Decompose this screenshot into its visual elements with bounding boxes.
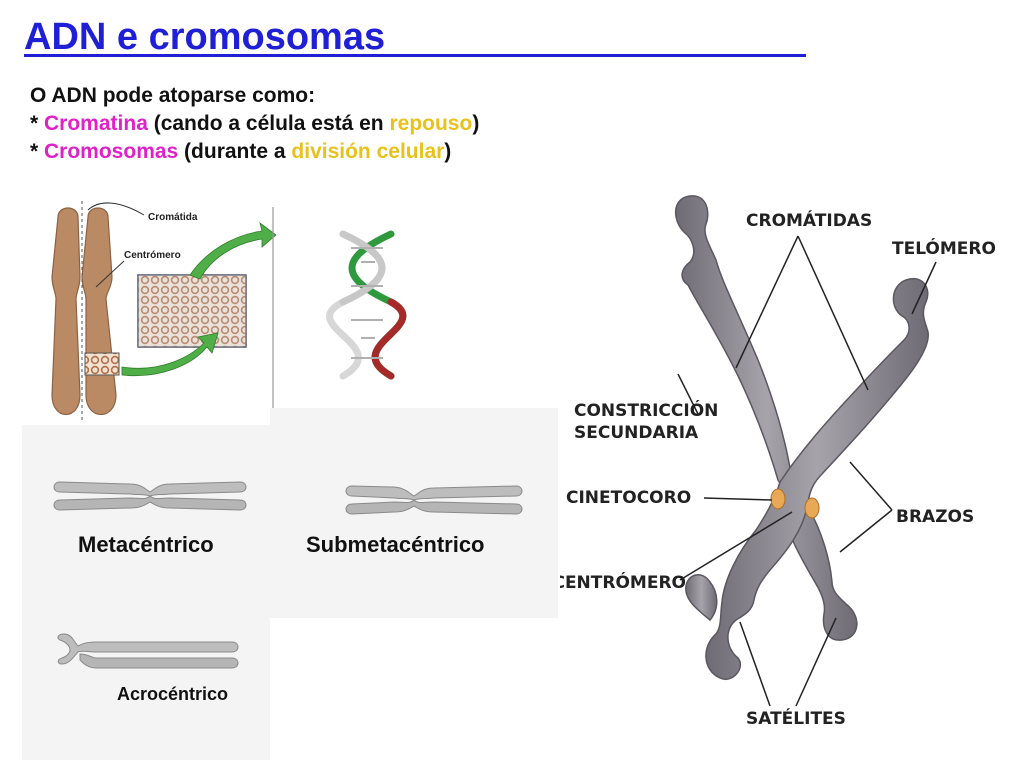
intro-line-2-suffix: ) bbox=[472, 112, 480, 135]
intro-line-1: O ADN pode atoparse como: bbox=[30, 84, 316, 107]
label-cromatidas: CROMÁTIDAS bbox=[746, 211, 873, 231]
chromatin-enlarged-panel bbox=[137, 274, 247, 348]
chromatid-b bbox=[705, 277, 929, 681]
label-telomero: TELÓMERO bbox=[892, 239, 996, 259]
label-brazos: BRAZOS bbox=[896, 507, 975, 527]
bullet-prefix: * bbox=[30, 140, 45, 163]
label-constriccion-line-2: SECUNDARIA bbox=[574, 423, 699, 443]
page-title: ADN e cromosomas bbox=[24, 16, 386, 58]
intro-line-3-mid: (durante a bbox=[178, 140, 292, 163]
label-constriccion-secundaria: CONSTRICCIÓN SECUNDARIA bbox=[574, 400, 718, 444]
chromatid-right bbox=[81, 207, 117, 416]
title-underline bbox=[24, 54, 806, 57]
label-submetacentrico: Submetacéntrico bbox=[306, 532, 485, 557]
label-centromero-small: Centrómero bbox=[124, 250, 181, 261]
label-constriccion-line-1: CONSTRICCIÓN bbox=[574, 401, 719, 421]
bullet-prefix: * bbox=[30, 112, 45, 135]
label-cromatida: Cromátida bbox=[148, 212, 198, 223]
term-cromosomas: Cromosomas bbox=[44, 140, 179, 163]
acrocentric-chromosome bbox=[57, 633, 239, 669]
intro-line-3: * Cromosomas (durante a división celular… bbox=[30, 138, 479, 166]
label-satelites: SATÉLITES bbox=[746, 709, 846, 729]
label-centromero: CENTRÓMERO bbox=[560, 573, 686, 593]
state-division-celular: división celular bbox=[291, 140, 445, 163]
label-metacentrico: Metacéntrico bbox=[78, 532, 214, 557]
label-cinetocoro: CINETOCORO bbox=[566, 488, 692, 508]
types-panel-left bbox=[22, 425, 270, 760]
chromosome-structure-diagram bbox=[675, 195, 937, 707]
label-acrocentrico: Acrocéntrico bbox=[117, 684, 229, 704]
green-arrow-upper bbox=[189, 222, 277, 280]
term-cromatina: Cromatina bbox=[44, 112, 148, 135]
chromatid-left bbox=[51, 207, 81, 415]
chromatin-sample-box bbox=[84, 352, 120, 376]
intro-line-3-suffix: ) bbox=[444, 140, 452, 163]
dna-double-helix bbox=[326, 230, 407, 380]
submetacentric-chromosome bbox=[345, 485, 523, 515]
intro-line-2: * Cromatina (cando a célula está en repo… bbox=[30, 110, 479, 138]
intro-text: O ADN pode atoparse como: * Cromatina (c… bbox=[30, 82, 479, 166]
green-arrow-lower bbox=[121, 332, 219, 377]
intro-line-2-mid: (cando a célula está en bbox=[147, 112, 390, 135]
kinetochore-left bbox=[770, 488, 786, 510]
kinetochore-right bbox=[804, 497, 820, 519]
chromosome-chromatin-diagram bbox=[51, 201, 277, 423]
state-repouso: repouso bbox=[389, 112, 473, 135]
metacentric-chromosome bbox=[53, 481, 247, 511]
